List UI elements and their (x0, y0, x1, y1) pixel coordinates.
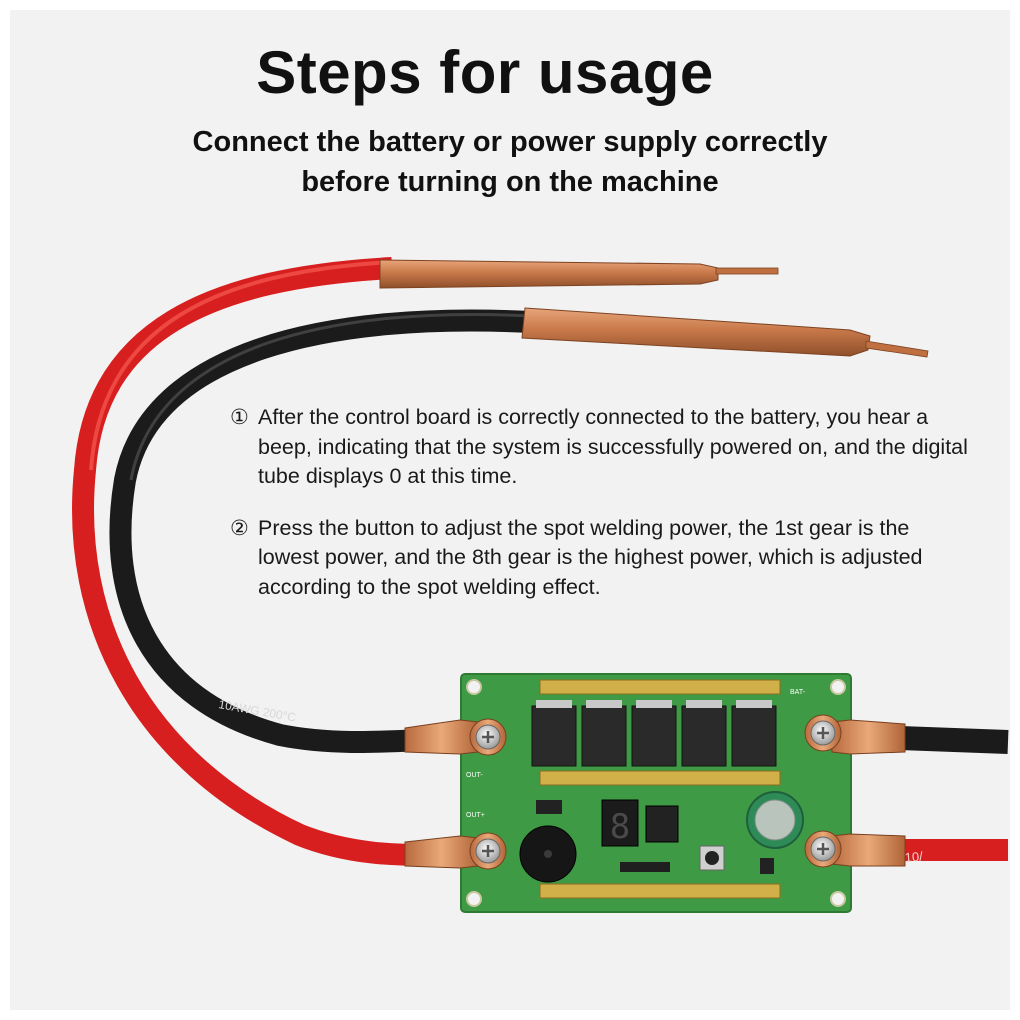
page-title: Steps for usage (256, 39, 714, 106)
step-number: ① (230, 406, 249, 429)
step-text: After the control board is correctly con… (258, 405, 968, 488)
terminal-bottom-right (804, 830, 906, 868)
page-subtitle: Connect the battery or power supply corr… (0, 122, 1020, 202)
mosfet-row (531, 700, 777, 767)
control-board: 8 OUT- OUT+ BAT- (460, 673, 852, 913)
welding-pen-bottom (521, 307, 929, 358)
red-cable-marking: 10/ (904, 849, 923, 865)
welding-pen-top (379, 259, 779, 289)
usage-steps: ① After the control board is correctly c… (230, 403, 970, 624)
display-digit: 8 (610, 807, 630, 847)
step-item: ① After the control board is correctly c… (230, 403, 970, 492)
power-adjust-button[interactable] (699, 845, 725, 871)
black-cable (109, 309, 531, 754)
ic-chip (645, 805, 679, 843)
subtitle-line-2: before turning on the machine (301, 166, 719, 198)
terminal-top-right (804, 714, 906, 755)
right-black-cable (899, 726, 1009, 754)
subtitle-line-1: Connect the battery or power supply corr… (192, 126, 828, 158)
terminal-bottom-left (404, 832, 507, 870)
terminal-top-left (404, 718, 507, 756)
label-out-plus: OUT+ (466, 812, 485, 819)
step-text: Press the button to adjust the spot weld… (258, 515, 923, 599)
step-item: ② Press the button to adjust the spot we… (230, 514, 970, 603)
step-number: ② (230, 516, 249, 540)
digital-tube-display (601, 799, 639, 847)
label-out-minus: OUT- (466, 772, 483, 779)
red-cable (72, 257, 426, 866)
label-bat-minus: BAT- (790, 689, 806, 696)
